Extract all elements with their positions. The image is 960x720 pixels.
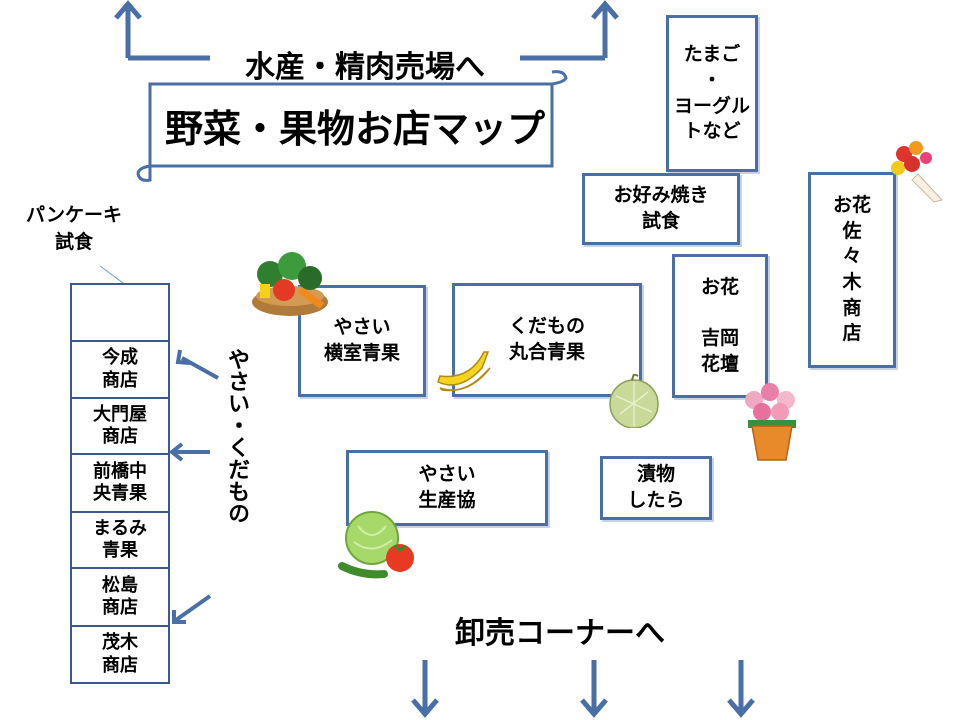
vegetables-fruits-column-label: やさい・くだもの [224, 348, 249, 524]
bottom-down-arrow-1 [411, 660, 439, 718]
shop-matsushima[interactable]: 松島 商店 [70, 568, 170, 626]
bottom-down-arrow-3 [727, 660, 755, 718]
bottom-exit-label: 卸売コーナーへ [455, 616, 665, 651]
bouquet-icon [891, 141, 943, 203]
vegetable-basket-icon [252, 252, 328, 316]
title-scroll-frame [136, 70, 568, 182]
shop-imanari[interactable]: 今成 商店 [70, 341, 170, 398]
shop-motegi[interactable]: 茂木 商店 [70, 626, 170, 684]
shop-marumi[interactable]: まるみ 青果 [70, 512, 170, 568]
cabbage-tomato-icon [338, 511, 414, 579]
top-right-up-arrow [520, 0, 619, 61]
shop-maebashi-chuo[interactable]: 前橋中 央青果 [70, 454, 170, 512]
booth-sasaki-flowers[interactable]: お花 佐 々 木 商 店 [808, 172, 896, 368]
top-exit-label: 水産・精肉売場へ [212, 42, 518, 86]
shop-daimonya[interactable]: 大門屋 商店 [70, 398, 170, 454]
shop-blank[interactable] [70, 283, 170, 341]
pointer-arrow-1 [175, 349, 219, 380]
bottom-down-arrow-2 [580, 660, 608, 718]
booth-yoshioka-kadan[interactable]: お花 吉岡 花壇 [672, 254, 768, 398]
melon-icon [609, 374, 659, 428]
booth-okonomiyaki-tasting[interactable]: お好み焼き 試食 [582, 173, 740, 245]
pancake-tasting-label: パンケーキ 試食 [26, 204, 122, 253]
booth-eggs-yogurt[interactable]: たまご ・ ヨーグル トなど [666, 15, 758, 172]
page-title: 野菜・果物お店マップ [164, 107, 545, 151]
banana-icon [437, 351, 491, 392]
top-left-up-arrow [114, 0, 210, 61]
flower-pot-icon [745, 383, 796, 461]
pointer-arrow-2 [168, 442, 210, 462]
pointer-arrow-3 [172, 594, 212, 624]
booth-tsukemono-shitara[interactable]: 漬物 したら [600, 456, 712, 520]
booth-maruai-seika[interactable]: くだもの 丸合青果 [452, 283, 642, 397]
